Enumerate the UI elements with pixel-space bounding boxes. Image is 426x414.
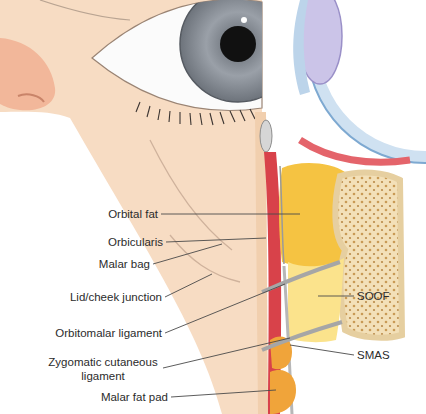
maxilla-bone: [335, 173, 402, 338]
nostril: [18, 94, 44, 102]
part-label: Malar fat pad: [101, 390, 168, 404]
leader-lines: [153, 214, 354, 397]
zygomatic-ligament: [262, 322, 342, 350]
part-label: Orbital fat: [108, 207, 158, 221]
pupil: [220, 26, 256, 62]
part-label: Lid/cheek junction: [70, 290, 162, 304]
nose: [0, 38, 55, 110]
part-label: SOOF: [357, 289, 390, 303]
cornea: [293, 0, 310, 95]
orbitomalar-ligament: [262, 262, 340, 292]
iris: [180, 0, 296, 102]
part-label: Zygomatic cutaneous ligament: [46, 355, 160, 383]
conjunctiva: [300, 140, 410, 162]
part-label: Orbicularis: [108, 235, 163, 249]
eyelashes: [136, 102, 255, 125]
part-label: Orbitomalar ligament: [55, 326, 162, 340]
lid-cheek-contour: [170, 235, 240, 282]
tarsal-plate: [260, 120, 272, 152]
malar-fat-pad: [270, 370, 296, 414]
malar-bag-contour: [150, 140, 232, 250]
part-label: SMAS: [357, 348, 390, 362]
eye-highlight: [241, 17, 247, 23]
septum: [280, 166, 284, 264]
part-label: Malar bag: [99, 257, 150, 271]
crease: [40, 0, 130, 20]
